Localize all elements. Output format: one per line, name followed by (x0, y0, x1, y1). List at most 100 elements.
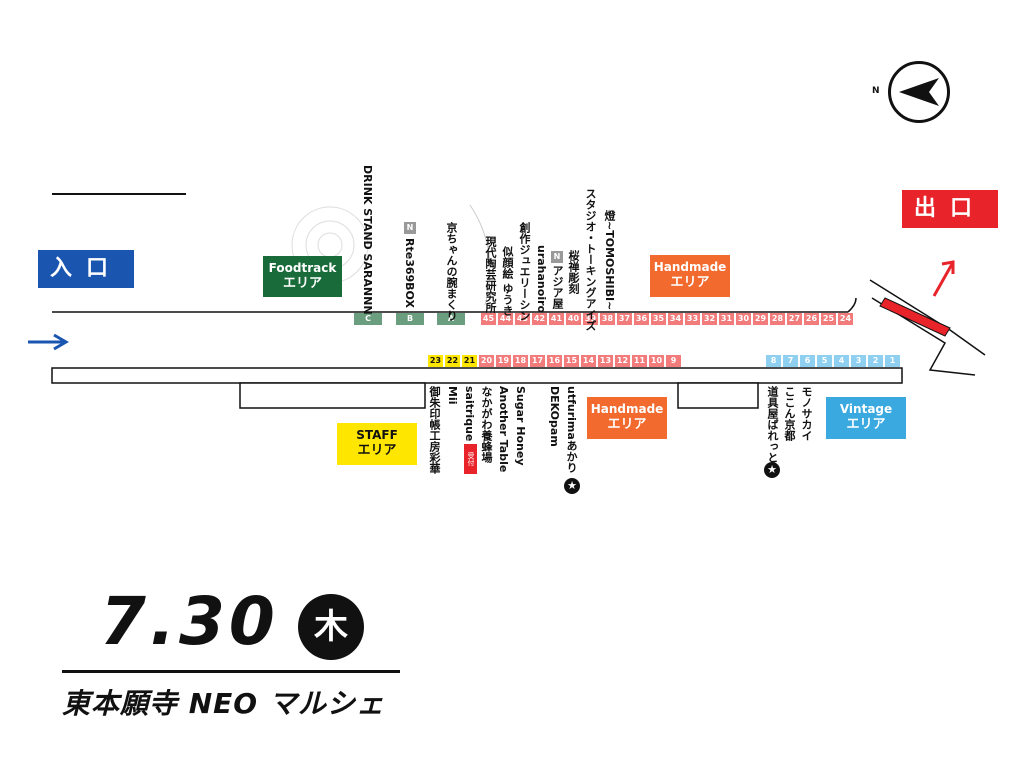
booth-cell[interactable]: 35 (651, 313, 666, 325)
n-badge: N (404, 222, 416, 234)
booth-cell[interactable]: C (354, 313, 382, 325)
booth-cell[interactable]: 13 (598, 355, 613, 367)
booth-cell[interactable]: 42 (532, 313, 547, 325)
vendor-label[interactable]: 創作ジュエリーシン (518, 222, 531, 321)
handmade-top-area-line1: Handmade (653, 260, 727, 274)
handmade-bottom-area-badge: Handmade エリア (587, 397, 667, 439)
star-icon: ★ (764, 462, 780, 478)
booth-cell[interactable]: 30 (736, 313, 751, 325)
booth-cell[interactable]: 44 (498, 313, 513, 325)
booth-cell[interactable]: 28 (770, 313, 785, 325)
vintage-area-line1: Vintage (839, 402, 893, 416)
booth-cell[interactable]: 32 (702, 313, 717, 325)
booth-cell[interactable]: 39 (583, 313, 598, 325)
vendor-label[interactable]: 桜禅彫刻 (567, 250, 580, 294)
event-weekday-badge: 木 (298, 594, 364, 660)
vintage-area-line2: エリア (846, 417, 886, 432)
handmade-top-area-badge: Handmade エリア (650, 255, 730, 297)
event-title: 東本願寺 NEO マルシェ (62, 687, 385, 720)
booth-cell[interactable]: 1 (885, 355, 900, 367)
booth-cell[interactable]: 7 (783, 355, 798, 367)
staff-area-badge: STAFF エリア (337, 423, 417, 465)
foodtruck-area-badge: Foodtrack エリア (263, 256, 342, 297)
booth-cell[interactable]: 33 (685, 313, 700, 325)
booth-cell[interactable]: 16 (547, 355, 562, 367)
booth-cell[interactable]: 34 (668, 313, 683, 325)
vendor-label[interactable]: Rte369BOX (403, 238, 416, 308)
booth-cell[interactable]: 19 (496, 355, 511, 367)
staff-area-line2: エリア (357, 443, 397, 458)
booth-cell[interactable]: 22 (445, 355, 460, 367)
booth-cell[interactable]: 8 (766, 355, 781, 367)
booth-cell[interactable]: 3 (851, 355, 866, 367)
foodtruck-area-line2: エリア (282, 276, 322, 291)
event-title-divider (62, 670, 400, 673)
event-date: 7.30 (100, 583, 279, 660)
booth-cell[interactable]: 17 (530, 355, 545, 367)
booth-cell[interactable]: 37 (617, 313, 632, 325)
booth-cell[interactable]: 45 (481, 313, 496, 325)
vendor-label[interactable]: 燈~TOMOSHIBI~ (603, 210, 616, 311)
foodtruck-area-line1: Foodtrack (268, 261, 337, 275)
booth-cell[interactable]: 2 (868, 355, 883, 367)
vendor-label[interactable]: urahanoiro (535, 245, 548, 314)
booth-cell[interactable]: 25 (821, 313, 836, 325)
booth-cell[interactable]: 43 (515, 313, 530, 325)
staff-area-line1: STAFF (356, 428, 398, 442)
booth-cell[interactable]: 4 (834, 355, 849, 367)
handmade-top-area-line2: エリア (670, 275, 710, 290)
vendor-label[interactable]: スタジオ・トーキングアイズ (584, 188, 597, 331)
vendor-label[interactable]: 現代陶芸研究所 (484, 236, 497, 313)
booth-cell[interactable]: 41 (549, 313, 564, 325)
vendor-label[interactable]: 似顔絵 ゆうき (501, 246, 514, 316)
booth-cell[interactable]: 24 (838, 313, 853, 325)
booth-cell[interactable]: 6 (800, 355, 815, 367)
booth-cell[interactable]: 18 (513, 355, 528, 367)
booth-cell[interactable]: 12 (615, 355, 630, 367)
vendor-label[interactable]: DRINK STAND SARANNN (361, 165, 374, 315)
vendor-label[interactable]: 京ちゃんの腕まくり (445, 222, 458, 321)
booth-cell[interactable]: 5 (817, 355, 832, 367)
vendor-label[interactable]: 御朱印帳工房彩華 (428, 386, 441, 474)
vendor-label[interactable]: 道具屋ぱれっと (766, 386, 779, 463)
handmade-bottom-area-line2: エリア (607, 417, 647, 432)
booth-cell[interactable]: 36 (634, 313, 649, 325)
booth-cell[interactable]: 23 (428, 355, 443, 367)
entrance-sign: 入口 (38, 250, 134, 288)
booth-cell[interactable]: 21 (462, 355, 477, 367)
booth-cell[interactable]: 15 (564, 355, 579, 367)
booth-cell[interactable]: 40 (566, 313, 581, 325)
booth-cell[interactable]: B (396, 313, 424, 325)
vendor-label[interactable]: saitrique (463, 386, 476, 442)
vendor-label[interactable]: なかがわ養蜂場 (480, 386, 493, 463)
booth-cell[interactable]: 10 (649, 355, 664, 367)
exit-sign: 出口 (902, 190, 998, 228)
vendor-label[interactable]: Mii (446, 386, 459, 405)
vendor-label[interactable]: ここん京都 (783, 386, 796, 441)
booth-cell[interactable]: 31 (719, 313, 734, 325)
decor-line (52, 193, 186, 195)
vendor-label[interactable]: アジア屋 (551, 265, 564, 309)
booth-cell[interactable]: 38 (600, 313, 615, 325)
reception-badge: 受付 (464, 444, 477, 474)
booth-cell[interactable]: A (437, 313, 465, 325)
booth-cell[interactable]: 9 (666, 355, 681, 367)
compass-arrow-icon (899, 78, 939, 106)
compass-label: N (872, 86, 880, 96)
booth-cell[interactable]: 20 (479, 355, 494, 367)
vendor-label[interactable]: Another Table (497, 386, 510, 473)
entrance-arrow-icon (28, 333, 69, 351)
star-icon: ★ (564, 478, 580, 494)
booth-cell[interactable]: 14 (581, 355, 596, 367)
booth-cell[interactable]: 11 (632, 355, 647, 367)
handmade-bottom-area-line1: Handmade (590, 402, 664, 416)
vendor-label[interactable]: Sugar Honey (514, 386, 527, 466)
vendor-label[interactable]: モノサカイ (800, 386, 813, 441)
n-badge: N (551, 251, 563, 263)
vendor-label[interactable]: utfurimaあかり (565, 386, 578, 473)
booth-cell[interactable]: 26 (804, 313, 819, 325)
vendor-label[interactable]: DEKOpam (548, 386, 561, 447)
booth-cell[interactable]: 29 (753, 313, 768, 325)
booth-cell[interactable]: 27 (787, 313, 802, 325)
